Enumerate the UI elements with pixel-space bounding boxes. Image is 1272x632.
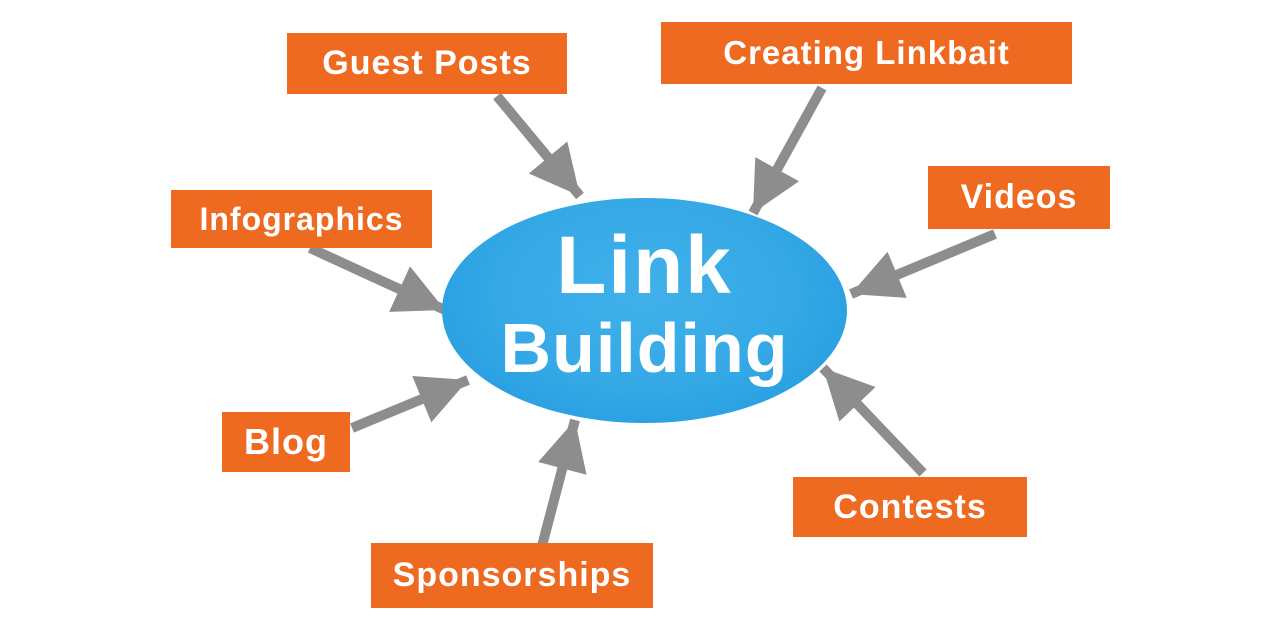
node-guest-posts: Guest Posts	[287, 33, 567, 94]
arrow-infographics	[307, 243, 448, 315]
node-creating-linkbait: Creating Linkbait	[661, 22, 1072, 84]
node-infographics: Infographics	[171, 190, 432, 248]
arrow-blog	[350, 375, 470, 433]
arrow-contests	[819, 364, 927, 477]
node-blog-label: Blog	[244, 421, 328, 462]
arrow-sponsorships	[537, 418, 587, 548]
center-title-line1: Link	[556, 219, 733, 311]
node-contests-label: Contests	[833, 487, 987, 526]
node-videos-label: Videos	[960, 178, 1078, 216]
node-videos: Videos	[928, 166, 1110, 229]
arrow-videos	[849, 229, 997, 299]
node-contests: Contests	[793, 477, 1027, 537]
node-sponsorships: Sponsorships	[371, 543, 653, 608]
arrow-guest-posts	[493, 92, 584, 200]
node-infographics-label: Infographics	[199, 200, 404, 237]
center-title-line2: Building	[500, 308, 789, 387]
node-guest-posts-label: Guest Posts	[322, 44, 532, 82]
node-sponsorships-label: Sponsorships	[392, 556, 632, 594]
center-ellipse: Link Building	[442, 198, 847, 423]
node-creating-linkbait-label: Creating Linkbait	[723, 34, 1010, 71]
arrow-creating-linkbait	[748, 85, 827, 216]
node-blog: Blog	[222, 412, 350, 472]
